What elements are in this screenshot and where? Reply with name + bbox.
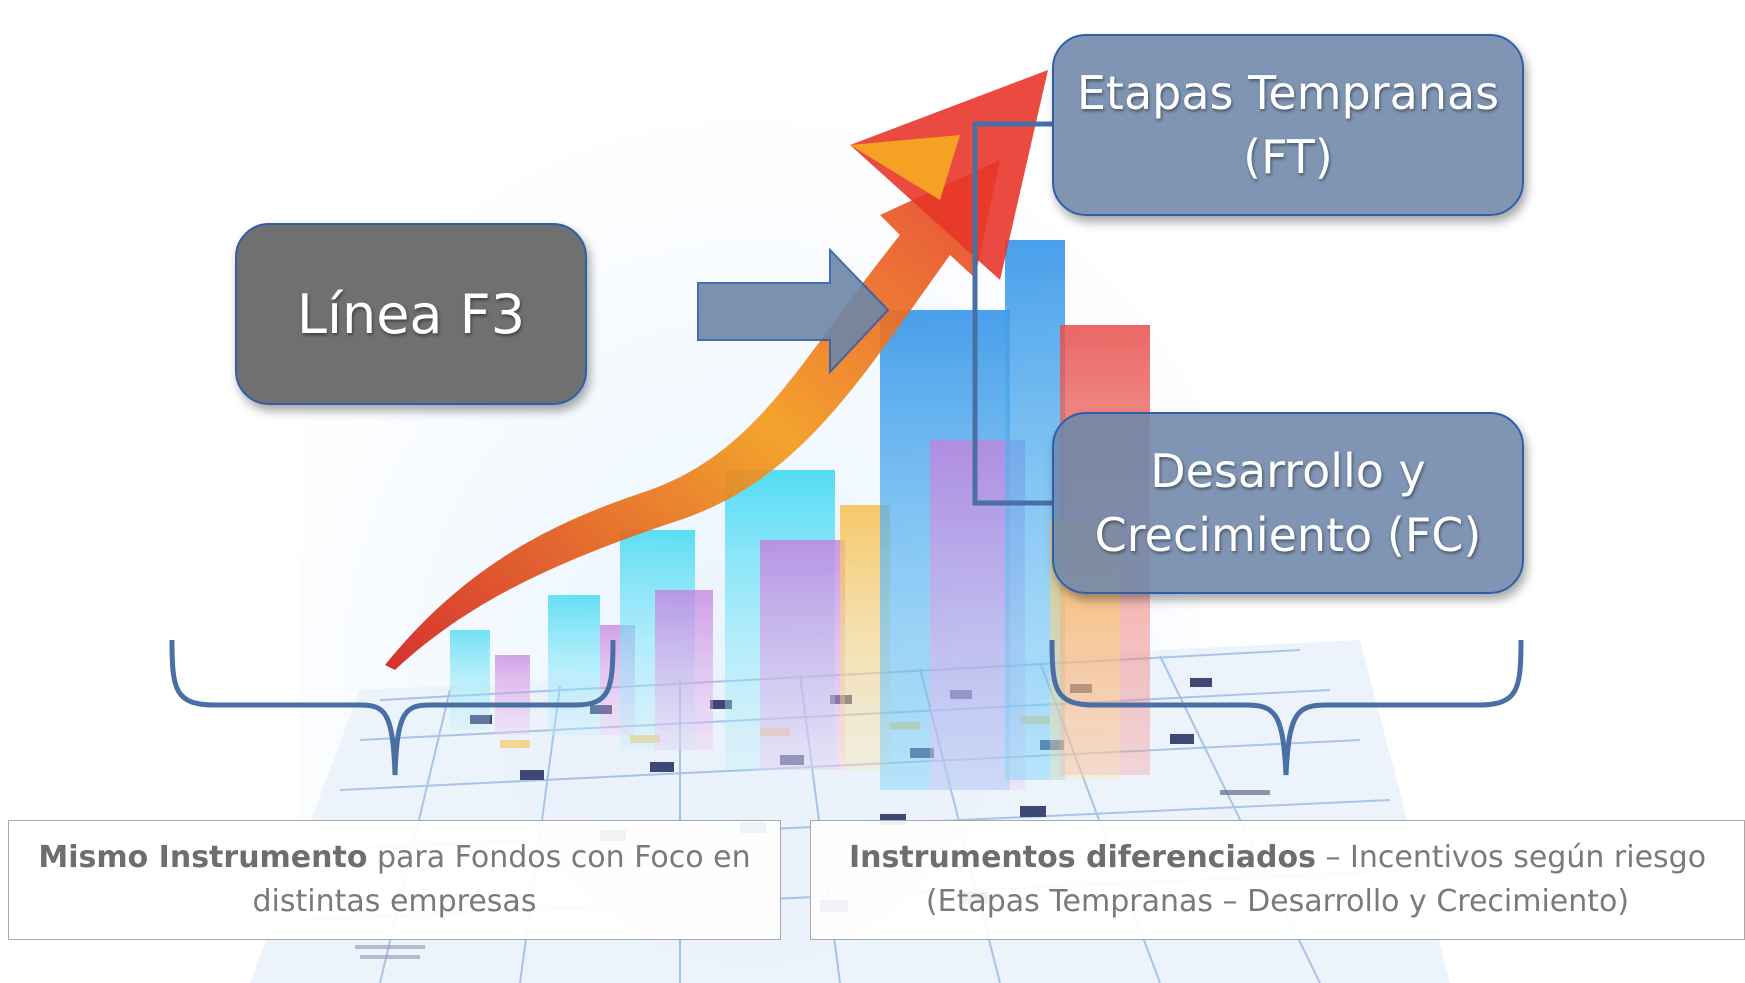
etapas-tempranas-box: Etapas Tempranas (FT)	[1052, 34, 1524, 216]
desarrollo-crecimiento-box: Desarrollo y Crecimiento (FC)	[1052, 412, 1524, 594]
right-caption: Instrumentos diferenciados – Incentivos …	[810, 820, 1745, 940]
right-caption-line2: (Etapas Tempranas – Desarrollo y Crecimi…	[925, 884, 1630, 919]
right-brace	[1049, 639, 1524, 776]
right-caption-text1: – Incentivos según riesgo	[1315, 840, 1707, 875]
left-caption-text1: para Fondos con Foco en	[367, 840, 751, 875]
desarrollo-crecimiento-line2: Crecimiento (FC)	[1094, 508, 1482, 562]
left-caption-bold: Mismo Instrumento	[38, 840, 368, 875]
right-caption-bold: Instrumentos diferenciados	[848, 840, 1316, 875]
right-caption-line1: Instrumentos diferenciados – Incentivos …	[849, 836, 1706, 880]
connector-bracket	[972, 121, 1052, 506]
desarrollo-crecimiento-line1: Desarrollo y	[1150, 444, 1426, 498]
left-caption: Mismo Instrumento para Fondos con Foco e…	[8, 820, 781, 940]
linea-f3-label: Línea F3	[296, 282, 526, 346]
etapas-tempranas-line1: Etapas Tempranas	[1076, 66, 1500, 120]
pointer-arrow	[697, 247, 890, 375]
left-caption-line2: distintas empresas	[252, 884, 537, 919]
left-brace	[169, 639, 616, 776]
linea-f3-box: Línea F3	[235, 223, 587, 405]
etapas-tempranas-line2: (FT)	[1243, 130, 1333, 184]
left-caption-line1: Mismo Instrumento para Fondos con Foco e…	[38, 836, 750, 880]
